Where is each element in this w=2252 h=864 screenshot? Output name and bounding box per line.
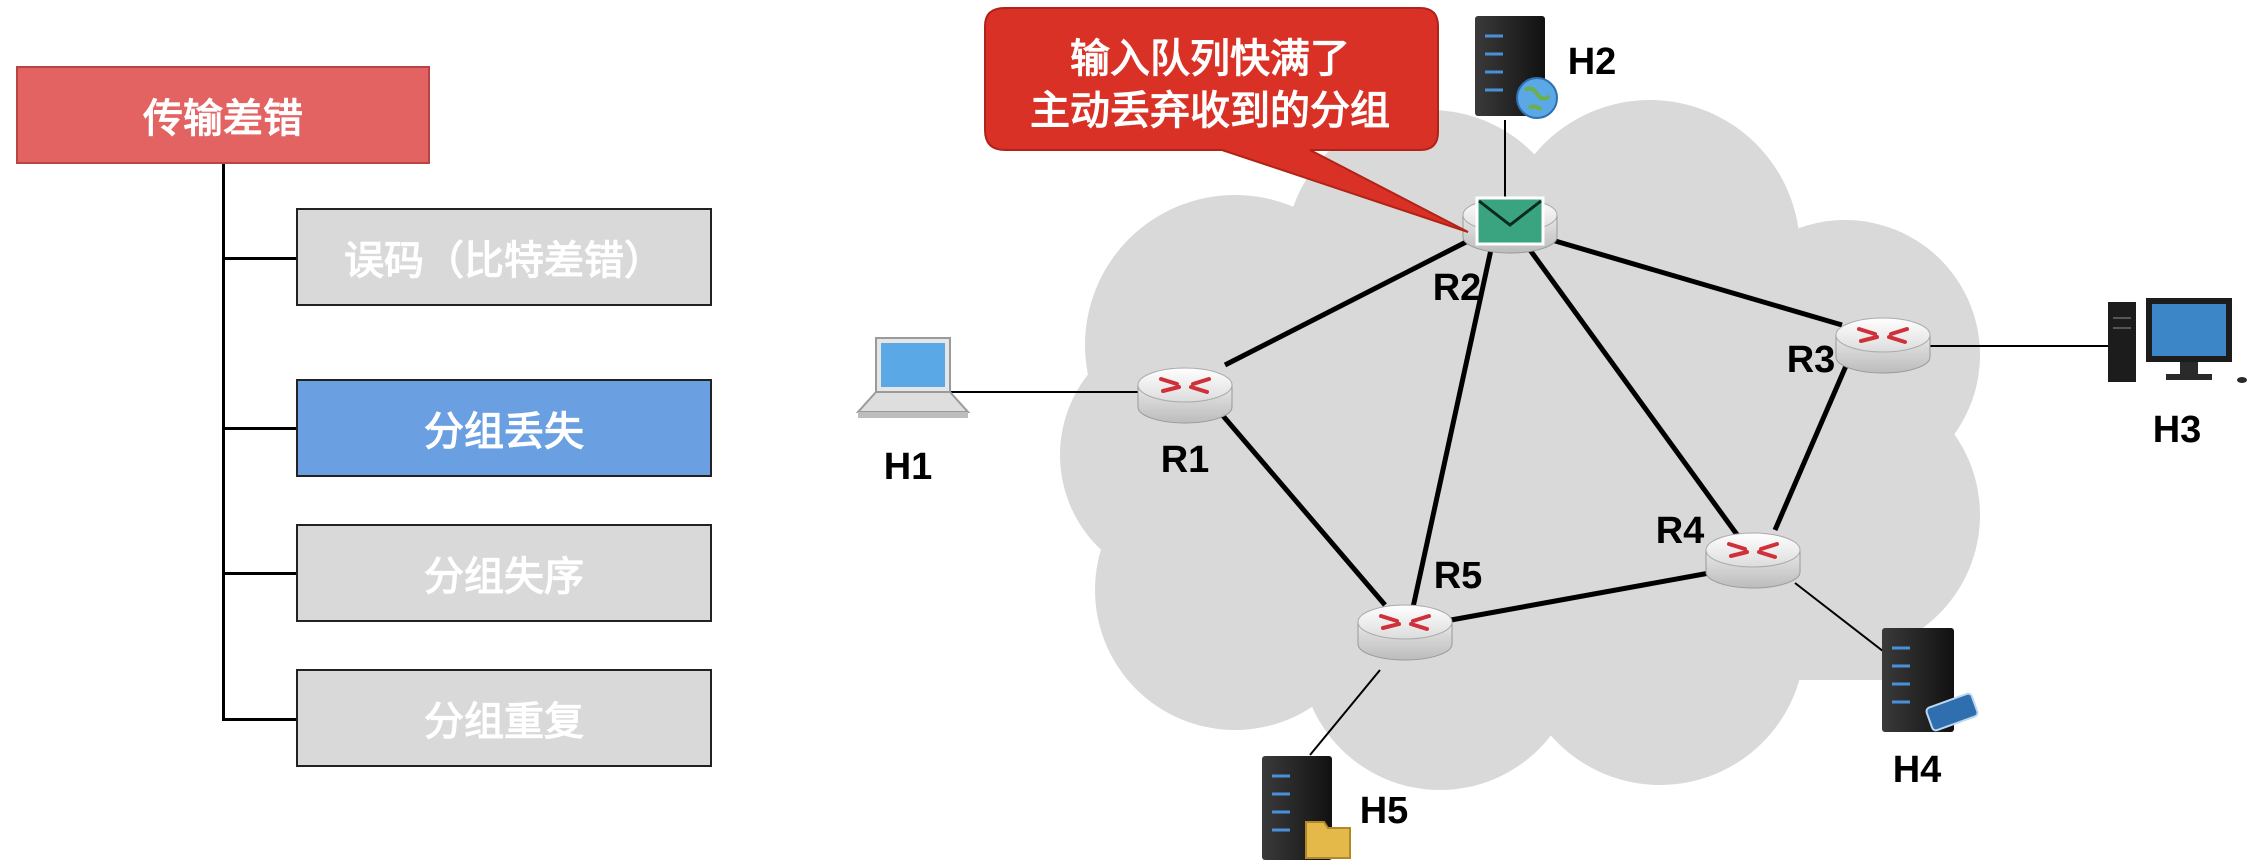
- tree-item-packet-loss: 分组丢失: [296, 379, 712, 477]
- router-label-r4: R4: [1656, 510, 1705, 552]
- link-r1-r5: [1216, 408, 1387, 607]
- laptop-icon: [855, 337, 971, 418]
- tree-trunk: [222, 164, 225, 720]
- tree-branch-1: [222, 257, 298, 260]
- router-r3: [1835, 317, 1931, 374]
- host-label-h1: H1: [884, 446, 933, 488]
- host-label-h3: H3: [2153, 409, 2202, 451]
- tree-branch-3: [222, 572, 298, 575]
- access-links: [950, 120, 2118, 756]
- tree-item-bit-error: 误码（比特差错）: [296, 208, 712, 306]
- tree-item-label: 分组失序: [424, 554, 584, 600]
- tree-item-out-of-order: 分组失序: [296, 524, 712, 622]
- host-label-h5: H5: [1360, 790, 1409, 832]
- tree-item-label: 误码（比特差错）: [344, 238, 664, 284]
- link-r5-h5: [1309, 669, 1381, 756]
- router-label-r3: R3: [1787, 339, 1836, 381]
- server-folder-icon: [1262, 756, 1351, 860]
- server-globe-icon: [1475, 16, 1558, 119]
- link-r2-r3: [1544, 235, 1843, 328]
- backbone-links: [1216, 235, 1858, 625]
- host-label-h2: H2: [1568, 41, 1617, 83]
- link-r4-h4: [1794, 582, 1889, 656]
- desktop-computer-icon: [2108, 298, 2247, 383]
- tree-item-label: 分组重复: [424, 699, 584, 745]
- tree-root-label: 传输差错: [143, 96, 303, 142]
- host-label-h4: H4: [1893, 749, 1942, 791]
- router-r5: [1357, 604, 1453, 661]
- tree-item-label: 分组丢失: [424, 409, 584, 455]
- router-r1: [1137, 367, 1233, 424]
- link-r5-r4: [1439, 569, 1716, 625]
- link-r2-r5: [1409, 244, 1495, 613]
- tree-branch-2: [222, 427, 298, 430]
- callout-bubble: 输入队列快满了 主动丢弃收到的分组: [984, 7, 1469, 233]
- link-r2-r4: [1527, 248, 1741, 538]
- tree-item-duplicate: 分组重复: [296, 669, 712, 767]
- server-media-icon: [1882, 628, 1979, 732]
- tree-branch-4: [222, 718, 298, 721]
- callout-line-1: 输入队列快满了: [1070, 36, 1350, 82]
- tree-root-box: 传输差错: [16, 66, 430, 164]
- link-r1-r2: [1223, 237, 1472, 368]
- envelope-icon: [1475, 196, 1545, 246]
- callout-line-2: 主动丢弃收到的分组: [1030, 88, 1390, 134]
- router-label-r2: R2: [1433, 267, 1482, 309]
- router-r4: [1705, 532, 1801, 589]
- router-label-r5: R5: [1434, 555, 1483, 597]
- link-r3-r4: [1772, 344, 1858, 531]
- router-label-r1: R1: [1161, 439, 1210, 481]
